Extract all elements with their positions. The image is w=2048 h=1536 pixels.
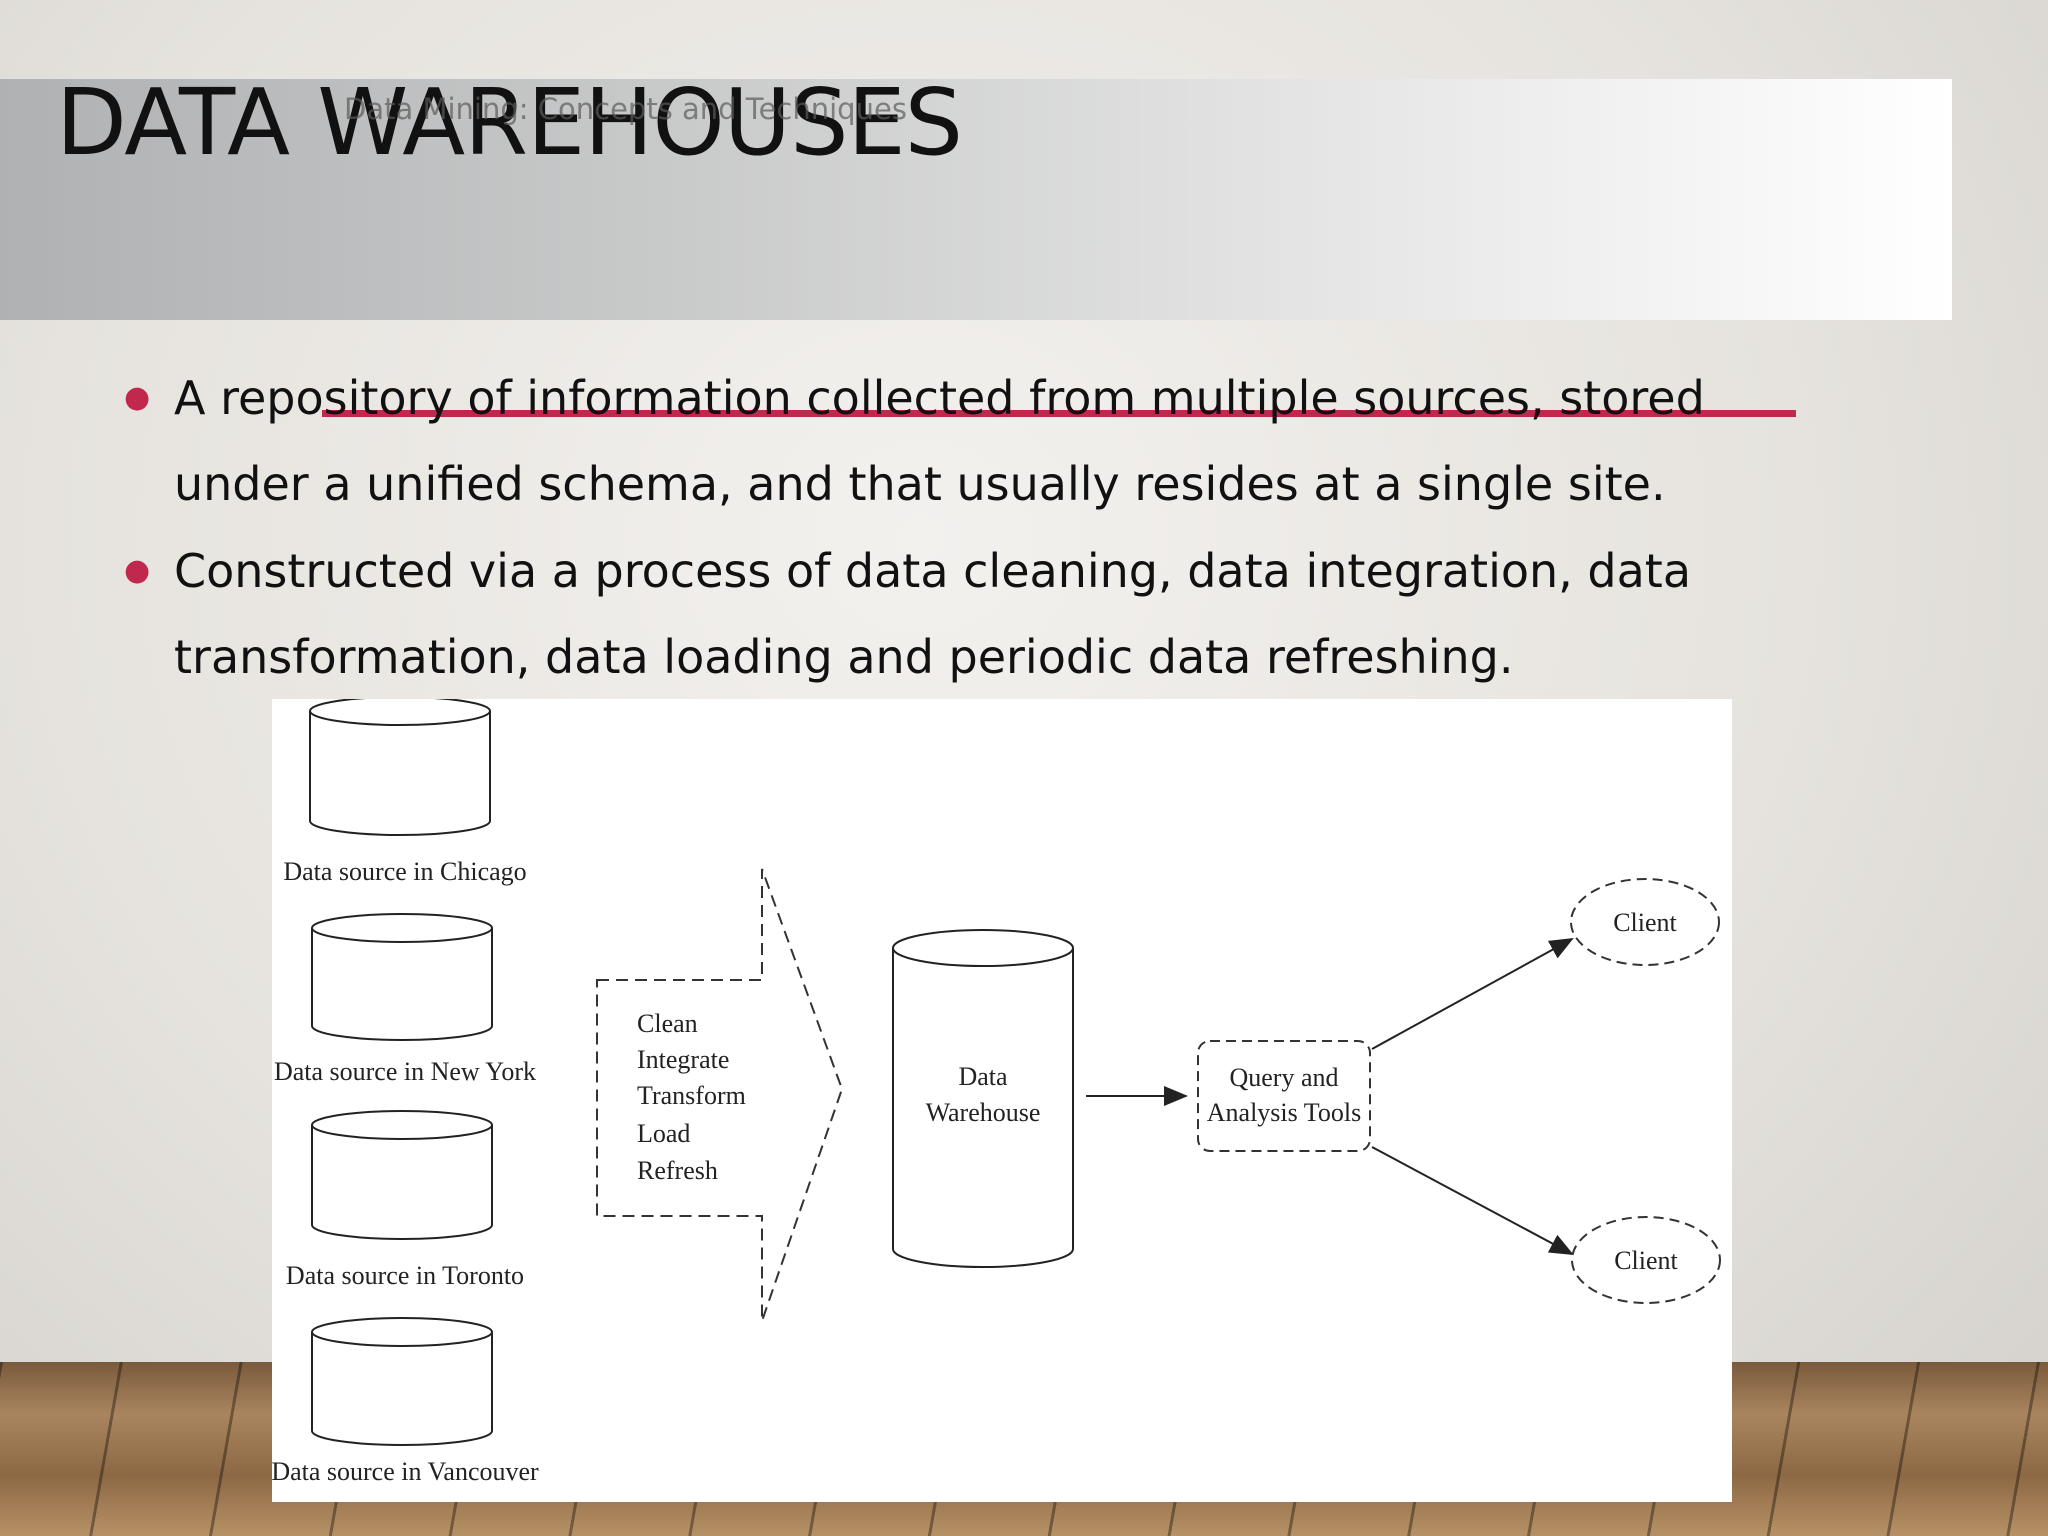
source-cylinder-toronto xyxy=(311,1110,493,1240)
source-cylinder-new-york xyxy=(311,913,493,1041)
arrow-to-client-bottom xyxy=(1371,1146,1574,1255)
warehouse-label-line-2: Warehouse xyxy=(926,1098,1041,1127)
process-step: Integrate xyxy=(637,1045,729,1074)
source-label: Data source in Vancouver xyxy=(272,1457,539,1486)
bullet-2-line-1: Constructed via a process of data cleani… xyxy=(174,544,1692,598)
process-step: Clean xyxy=(637,1009,698,1038)
bullet-2-line-2: transformation, data loading and periodi… xyxy=(174,630,1514,684)
slide-title: DATA WAREHOUSES xyxy=(56,69,963,176)
client-ellipse-top xyxy=(1570,878,1720,966)
client-ellipse-bottom xyxy=(1571,1216,1721,1304)
arrow-to-client-top xyxy=(1371,938,1574,1050)
client-label: Client xyxy=(1614,1246,1678,1275)
tools-box xyxy=(1197,1040,1371,1152)
source-cylinder-chicago xyxy=(309,699,491,836)
source-label: Data source in Chicago xyxy=(283,857,526,886)
bullet-marker: ● xyxy=(124,553,151,588)
bullet-1-line-2: under a unified schema, and that usually… xyxy=(174,457,1666,511)
process-step: Load xyxy=(637,1119,690,1148)
title-band xyxy=(0,79,1952,320)
watermark-text: Data Mining: Concepts and Techniques xyxy=(344,92,907,126)
bullet-1-line-1: A repository of information collected fr… xyxy=(174,371,1705,425)
client-label: Client xyxy=(1613,908,1677,937)
tools-label-line-2: Analysis Tools xyxy=(1207,1098,1361,1127)
tools-label-line-1: Query and xyxy=(1229,1063,1338,1092)
process-step: Transform xyxy=(637,1081,746,1110)
bullet-marker: ● xyxy=(124,380,151,415)
warehouse-label-line-1: Data xyxy=(958,1062,1008,1091)
source-cylinder-vancouver xyxy=(311,1317,493,1446)
source-label: Data source in Toronto xyxy=(286,1261,524,1290)
process-step: Refresh xyxy=(637,1156,718,1185)
process-arrow-shape xyxy=(596,868,844,1322)
diagram-canvas: Data source in Chicago Data source in Ne… xyxy=(272,699,1721,1486)
source-label: Data source in New York xyxy=(274,1057,536,1086)
warehouse-cylinder xyxy=(892,929,1074,1268)
data-warehouse-diagram: Data source in Chicago Data source in Ne… xyxy=(272,699,1732,1502)
accent-line xyxy=(322,410,1796,417)
